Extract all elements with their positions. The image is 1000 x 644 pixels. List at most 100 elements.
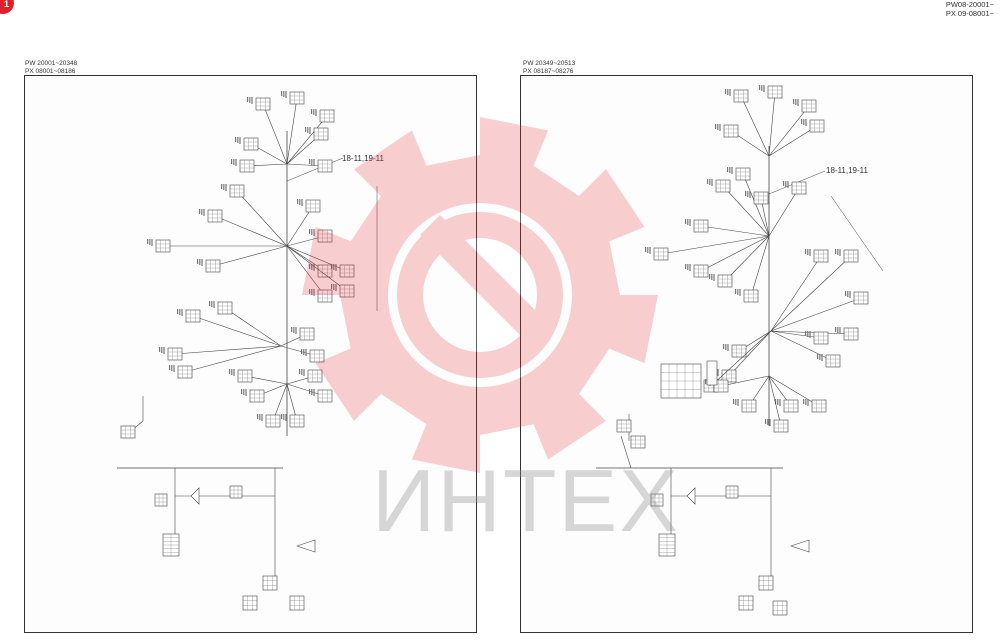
wire-branch [700, 235, 770, 272]
left-panel-label-line-1: PW 20001~20348 [25, 60, 78, 67]
wire-branch [720, 375, 770, 387]
connector-block [713, 379, 729, 393]
connector-label [735, 289, 741, 296]
connector-label [309, 389, 315, 396]
connector-block [319, 109, 335, 123]
connector-label [241, 389, 247, 396]
wire-branch [770, 297, 862, 332]
wire-branch [728, 330, 772, 377]
wire-branch [700, 225, 770, 237]
connector-block [725, 485, 739, 499]
connector-block [791, 181, 807, 195]
connector-block [313, 127, 329, 141]
wire-branch [236, 190, 288, 247]
right-panel-label-line-2: PX 08187~08276 [523, 67, 574, 75]
wire-branch [286, 97, 298, 165]
wire-branch [184, 345, 282, 373]
connector-block [243, 137, 259, 151]
connector-label [305, 127, 311, 134]
connector-block [660, 363, 702, 399]
connector-label [235, 137, 241, 144]
connector-label [221, 184, 227, 191]
wire-branch [224, 307, 282, 347]
connector-block [630, 435, 646, 449]
wire-branch [710, 330, 772, 387]
connector-block [265, 414, 281, 428]
connector-block [289, 414, 305, 428]
connector-block [853, 291, 869, 305]
connector-label [209, 301, 215, 308]
connector-block [167, 347, 183, 361]
connector-block [262, 575, 278, 591]
right-harness-drawing [596, 85, 884, 616]
connector-block [205, 259, 221, 273]
connector-block [801, 99, 817, 113]
wire-branch [742, 173, 770, 237]
connector-block [229, 184, 245, 198]
connector-block [155, 239, 171, 253]
connector-label [309, 229, 315, 236]
connector-block [239, 159, 255, 173]
connector-block [289, 91, 305, 105]
connector-block [305, 199, 321, 213]
connector-block [809, 119, 825, 133]
connector-block [299, 327, 315, 341]
sensor-symbol [190, 487, 200, 505]
connector-label [775, 399, 781, 406]
right-wiring-diagram [520, 75, 973, 633]
wire-branch [286, 245, 326, 297]
connector-label [793, 99, 799, 106]
wire-branch [760, 197, 770, 237]
connector-label [291, 327, 297, 334]
sensor-symbol [296, 539, 316, 553]
wire-branch [770, 330, 822, 339]
connector-block [317, 159, 333, 173]
connector-block [743, 289, 759, 303]
connector-block [317, 229, 333, 243]
sensor-symbol [790, 539, 810, 553]
connector-label [301, 349, 307, 356]
connector-block [249, 389, 265, 403]
connector-block [811, 399, 827, 413]
connector-block [813, 331, 829, 345]
connector-block [731, 344, 747, 358]
connector-block [255, 97, 271, 111]
left-part-number: 18-11,19-11 [342, 154, 384, 163]
connector-block [693, 264, 709, 278]
connector-block [717, 274, 733, 288]
connector-label [169, 365, 175, 372]
wire-branch [770, 330, 834, 362]
connector-label [707, 179, 713, 186]
connector-block [758, 575, 774, 591]
right-panel-label-line-1: PW 20349~20513 [523, 60, 576, 67]
wire-branch [214, 215, 288, 247]
page-badge: 1 [0, 0, 14, 14]
connector-label [685, 264, 691, 271]
watermark-text: ИНТЕХ [372, 451, 680, 550]
connector-block [185, 309, 201, 323]
connector-block [653, 247, 669, 261]
wire-branch [286, 245, 348, 272]
connector-block [317, 264, 333, 278]
connector-block [735, 167, 751, 181]
wire-branch [212, 245, 288, 267]
connector-label [331, 284, 337, 291]
serial-line-2: PX 09-08001~ [945, 9, 994, 18]
wire-branch [770, 255, 822, 332]
left-harness-drawing [117, 91, 378, 611]
connector-block [339, 284, 355, 298]
connector-label [297, 199, 303, 206]
serial-range-header: PW08-20001~ PX 09-08001~ [946, 0, 994, 18]
wire-branch [192, 315, 282, 347]
wire-branch [768, 105, 810, 157]
connector-label [147, 239, 153, 246]
right-panel-label: PW 20349~20513 PX 08187~08276 [523, 60, 575, 75]
connector-label [759, 85, 765, 92]
left-panel-label: PW 20001~20348 PX 08001~08186 [25, 60, 77, 75]
connector-block [773, 419, 789, 433]
wire-branch [740, 95, 770, 157]
connector-label [685, 219, 691, 226]
connector-block [733, 89, 749, 103]
connector-label [231, 159, 237, 166]
wire-branch [750, 235, 770, 297]
